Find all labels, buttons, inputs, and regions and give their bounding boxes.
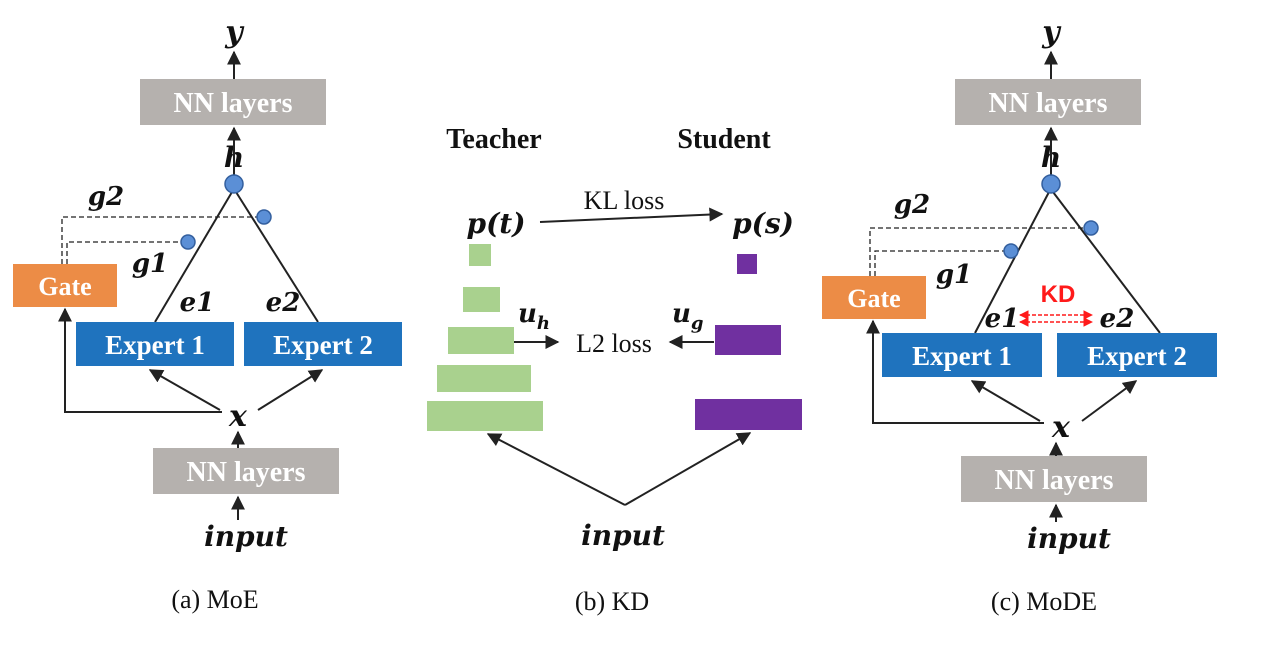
nn-layers-top-box bbox=[140, 79, 326, 125]
e2-label: e2 bbox=[1100, 304, 1135, 334]
input-label: input bbox=[581, 519, 665, 552]
expert-2-label: Expert 2 bbox=[273, 330, 373, 360]
output-y-label: y bbox=[1041, 15, 1062, 50]
nn-layers-top-box bbox=[955, 79, 1141, 125]
kl-loss-label: KL loss bbox=[584, 186, 665, 215]
g2-label: g2 bbox=[88, 182, 124, 212]
expert-2-box bbox=[244, 322, 402, 366]
input-label: input bbox=[204, 520, 288, 553]
g1-label: g1 bbox=[132, 249, 168, 279]
panel-kd: Teacher Student p(t) p(s) KL loss uh ug … bbox=[427, 124, 802, 616]
output-y-label: y bbox=[224, 15, 245, 50]
input-label: input bbox=[1027, 522, 1111, 555]
caption-kd: (b) KD bbox=[575, 587, 649, 616]
adder-node bbox=[224, 174, 244, 194]
teacher-layer-4 bbox=[437, 365, 531, 392]
multiply-node-2 bbox=[256, 209, 272, 225]
uh-label: uh bbox=[518, 299, 550, 334]
panel-mode: y NN layers h g2 g1 Gate KD e1 e2 Expert… bbox=[822, 15, 1217, 616]
student-layer-2 bbox=[715, 325, 781, 355]
teacher-layer-2 bbox=[463, 287, 500, 312]
nn-layers-top-label: NN layers bbox=[174, 88, 293, 119]
ug-label: ug bbox=[672, 299, 704, 334]
x-to-expert2-arrow bbox=[257, 369, 324, 411]
x-to-expert1-arrow bbox=[148, 369, 221, 411]
kd-label: KD bbox=[1041, 281, 1076, 308]
teacher-layer-3 bbox=[448, 327, 514, 354]
ps-label: p(s) bbox=[732, 207, 794, 240]
expert-1-label: Expert 1 bbox=[912, 341, 1012, 371]
e1-label: e1 bbox=[180, 288, 215, 318]
x-to-gate-arrow bbox=[58, 307, 222, 413]
gate-box bbox=[13, 264, 117, 307]
teacher-layer-5 bbox=[427, 401, 543, 431]
nn-layers-bottom-box bbox=[961, 456, 1147, 502]
adder-node bbox=[1041, 174, 1061, 194]
x-label: x bbox=[228, 399, 248, 434]
caption-moe: (a) MoE bbox=[171, 585, 258, 614]
l2-loss-label: L2 loss bbox=[576, 329, 652, 358]
right-branch-line bbox=[1052, 191, 1161, 334]
teacher-label: Teacher bbox=[446, 124, 541, 155]
panel-moe: y NN layers h g2 g1 Gate e1 e2 Expert 1 … bbox=[13, 15, 402, 614]
x-to-expert1-arrow bbox=[970, 380, 1041, 422]
nn-layers-bottom-label: NN layers bbox=[187, 457, 306, 488]
e1-label: e1 bbox=[985, 304, 1020, 334]
nn-layers-top-label: NN layers bbox=[989, 88, 1108, 119]
multiply-node-1 bbox=[1003, 243, 1019, 259]
input-to-student-arrow bbox=[624, 432, 752, 506]
uh-subscript: h bbox=[537, 313, 550, 334]
x-label: x bbox=[1051, 410, 1071, 445]
left-branch-line bbox=[974, 191, 1050, 334]
gate-box bbox=[822, 276, 926, 319]
ug-subscript: g bbox=[691, 313, 704, 334]
expert-1-box bbox=[76, 322, 234, 366]
expert-2-label: Expert 2 bbox=[1087, 341, 1187, 371]
expert-2-box bbox=[1057, 333, 1217, 377]
x-to-expert2-arrow bbox=[1081, 380, 1138, 422]
x-to-gate-arrow bbox=[866, 319, 1044, 424]
uh-base: u bbox=[518, 299, 537, 329]
kl-loss-arrow bbox=[539, 207, 724, 223]
expert-1-label: Expert 1 bbox=[105, 330, 205, 360]
g1-dashed-line bbox=[66, 241, 188, 264]
g1-label: g1 bbox=[936, 260, 972, 290]
right-branch-line bbox=[235, 191, 319, 323]
caption-mode: (c) MoDE bbox=[991, 587, 1097, 616]
gate-label: Gate bbox=[38, 272, 91, 301]
ug-base: u bbox=[672, 299, 691, 329]
student-layer-3 bbox=[695, 399, 802, 430]
student-layer-1 bbox=[737, 254, 757, 274]
expert-1-box bbox=[882, 333, 1042, 377]
g2-dashed-line bbox=[869, 227, 1091, 276]
nn-layers-bottom-label: NN layers bbox=[995, 465, 1114, 496]
left-branch-line bbox=[154, 191, 233, 323]
teacher-layer-1 bbox=[469, 244, 491, 266]
input-to-teacher-arrow bbox=[486, 433, 626, 506]
nn-layers-bottom-box bbox=[153, 448, 339, 494]
multiply-node-1 bbox=[180, 234, 196, 250]
multiply-node-2 bbox=[1083, 220, 1099, 236]
gate-label: Gate bbox=[847, 284, 900, 313]
g1-dashed-line bbox=[874, 250, 1011, 276]
g2-label: g2 bbox=[894, 190, 930, 220]
student-label: Student bbox=[677, 124, 771, 155]
pt-label: p(t) bbox=[466, 207, 525, 240]
e2-label: e2 bbox=[266, 288, 301, 318]
